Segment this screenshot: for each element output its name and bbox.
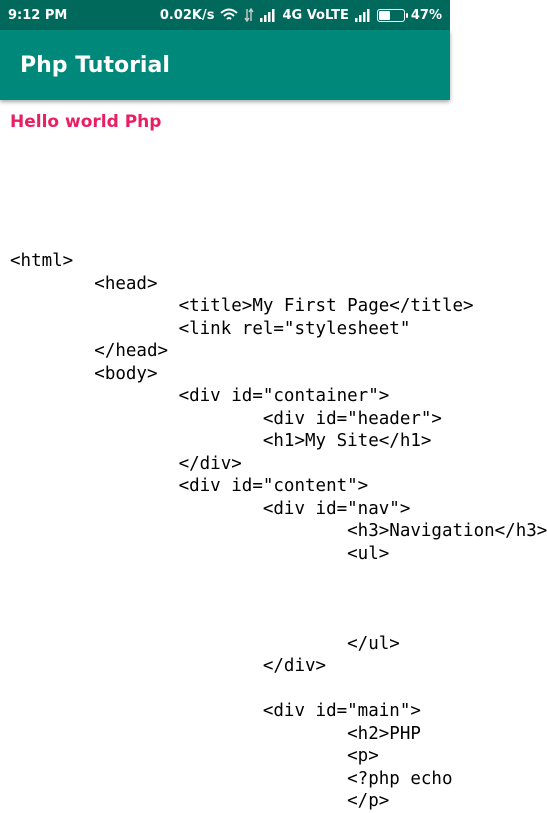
code-line: <head> — [10, 273, 158, 294]
code-line: <ul> — [10, 543, 390, 564]
app-title: Php Tutorial — [20, 52, 170, 78]
battery-icon — [376, 8, 408, 22]
code-line: </ul> — [10, 633, 400, 654]
code-line: </div> — [10, 656, 327, 676]
status-bar: 9:12 PM 0.02K/s 4G VoLTE — [0, 0, 450, 30]
code-line: <div id="nav"> — [10, 498, 411, 519]
network-type: 4G VoLTE — [282, 7, 349, 23]
code-line: <?php echo — [10, 768, 453, 789]
code-line: <h2>PHP — [10, 723, 421, 744]
code-line: <div id="header"> — [10, 408, 442, 429]
code-line: <body> — [10, 363, 158, 384]
network-speed: 0.02K/s — [159, 7, 215, 23]
app-bar: Php Tutorial — [0, 30, 450, 100]
hello-heading: Hello world Php — [10, 112, 162, 132]
code-line — [10, 565, 547, 588]
code-line: <p> — [10, 746, 379, 766]
status-indicators: 0.02K/s 4G VoLTE — [160, 8, 442, 23]
code-line: <html> — [10, 251, 74, 271]
battery-percent: 47% — [410, 7, 442, 23]
code-line: </p> — [10, 791, 390, 811]
data-transfer-icon — [244, 7, 255, 23]
code-line — [10, 588, 547, 611]
code-line: <link rel="stylesheet" — [10, 318, 411, 339]
code-line — [10, 610, 547, 633]
code-line: </head> — [10, 341, 169, 361]
wifi-icon — [220, 8, 239, 22]
content-area[interactable]: Hello world Php <html> <head> <title>My … — [0, 100, 547, 811]
code-block: <html> <head> <title>My First Page</titl… — [10, 250, 547, 813]
code-line: </div> — [10, 453, 242, 474]
battery-level — [378, 10, 390, 20]
code-line: <h1>My Site</h1> — [10, 431, 432, 451]
signal-icon — [354, 8, 371, 22]
code-line: <div id="container"> — [10, 386, 390, 406]
code-line: <title>My First Page</title> — [10, 296, 474, 316]
code-line: <div id="main"> — [10, 701, 421, 721]
signal-icon — [260, 8, 276, 22]
status-time: 9:12 PM — [8, 7, 68, 23]
code-line: <div id="content"> — [10, 476, 369, 496]
code-line — [10, 678, 547, 701]
code-line: <h3>Navigation</h3> — [10, 521, 547, 541]
